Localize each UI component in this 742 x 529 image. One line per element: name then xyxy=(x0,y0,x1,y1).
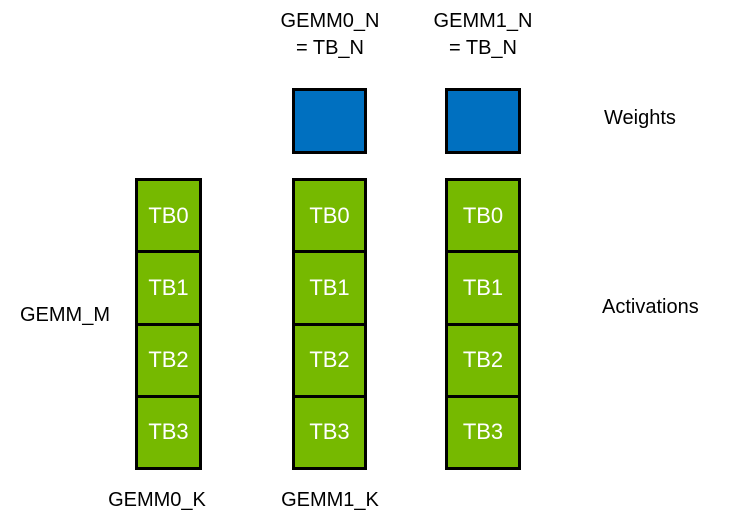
tb-block: TB3 xyxy=(292,394,367,470)
tb-block: TB0 xyxy=(292,178,367,254)
tb-block: TB0 xyxy=(445,178,521,254)
tb-block: TB2 xyxy=(445,322,521,398)
tb-block: TB1 xyxy=(445,250,521,326)
tb-block: TB0 xyxy=(135,178,202,254)
column-header-gemm1-n: GEMM1_N = TB_N xyxy=(433,10,533,59)
weight-block-gemm1 xyxy=(445,88,521,154)
weight-block-gemm0 xyxy=(292,88,367,154)
tb-block: TB2 xyxy=(135,322,202,398)
tb-block: TB1 xyxy=(292,250,367,326)
weights-label: Weights xyxy=(604,107,676,129)
gemm1-k-label: GEMM1_K xyxy=(281,489,379,511)
activation-column-left: TB0 TB1 TB2 TB3 xyxy=(135,178,202,470)
tb-block: TB1 xyxy=(135,250,202,326)
activation-column-gemm0: TB0 TB1 TB2 TB3 xyxy=(292,178,367,470)
tb-block: TB2 xyxy=(292,322,367,398)
tb-block: TB3 xyxy=(135,394,202,470)
activations-label: Activations xyxy=(602,296,699,318)
gemm0-k-label: GEMM0_K xyxy=(108,489,206,511)
column-header-gemm0-n: GEMM0_N = TB_N xyxy=(280,10,380,59)
activation-column-gemm1: TB0 TB1 TB2 TB3 xyxy=(445,178,521,470)
gemm-m-label: GEMM_M xyxy=(20,304,110,326)
tb-block: TB3 xyxy=(445,394,521,470)
